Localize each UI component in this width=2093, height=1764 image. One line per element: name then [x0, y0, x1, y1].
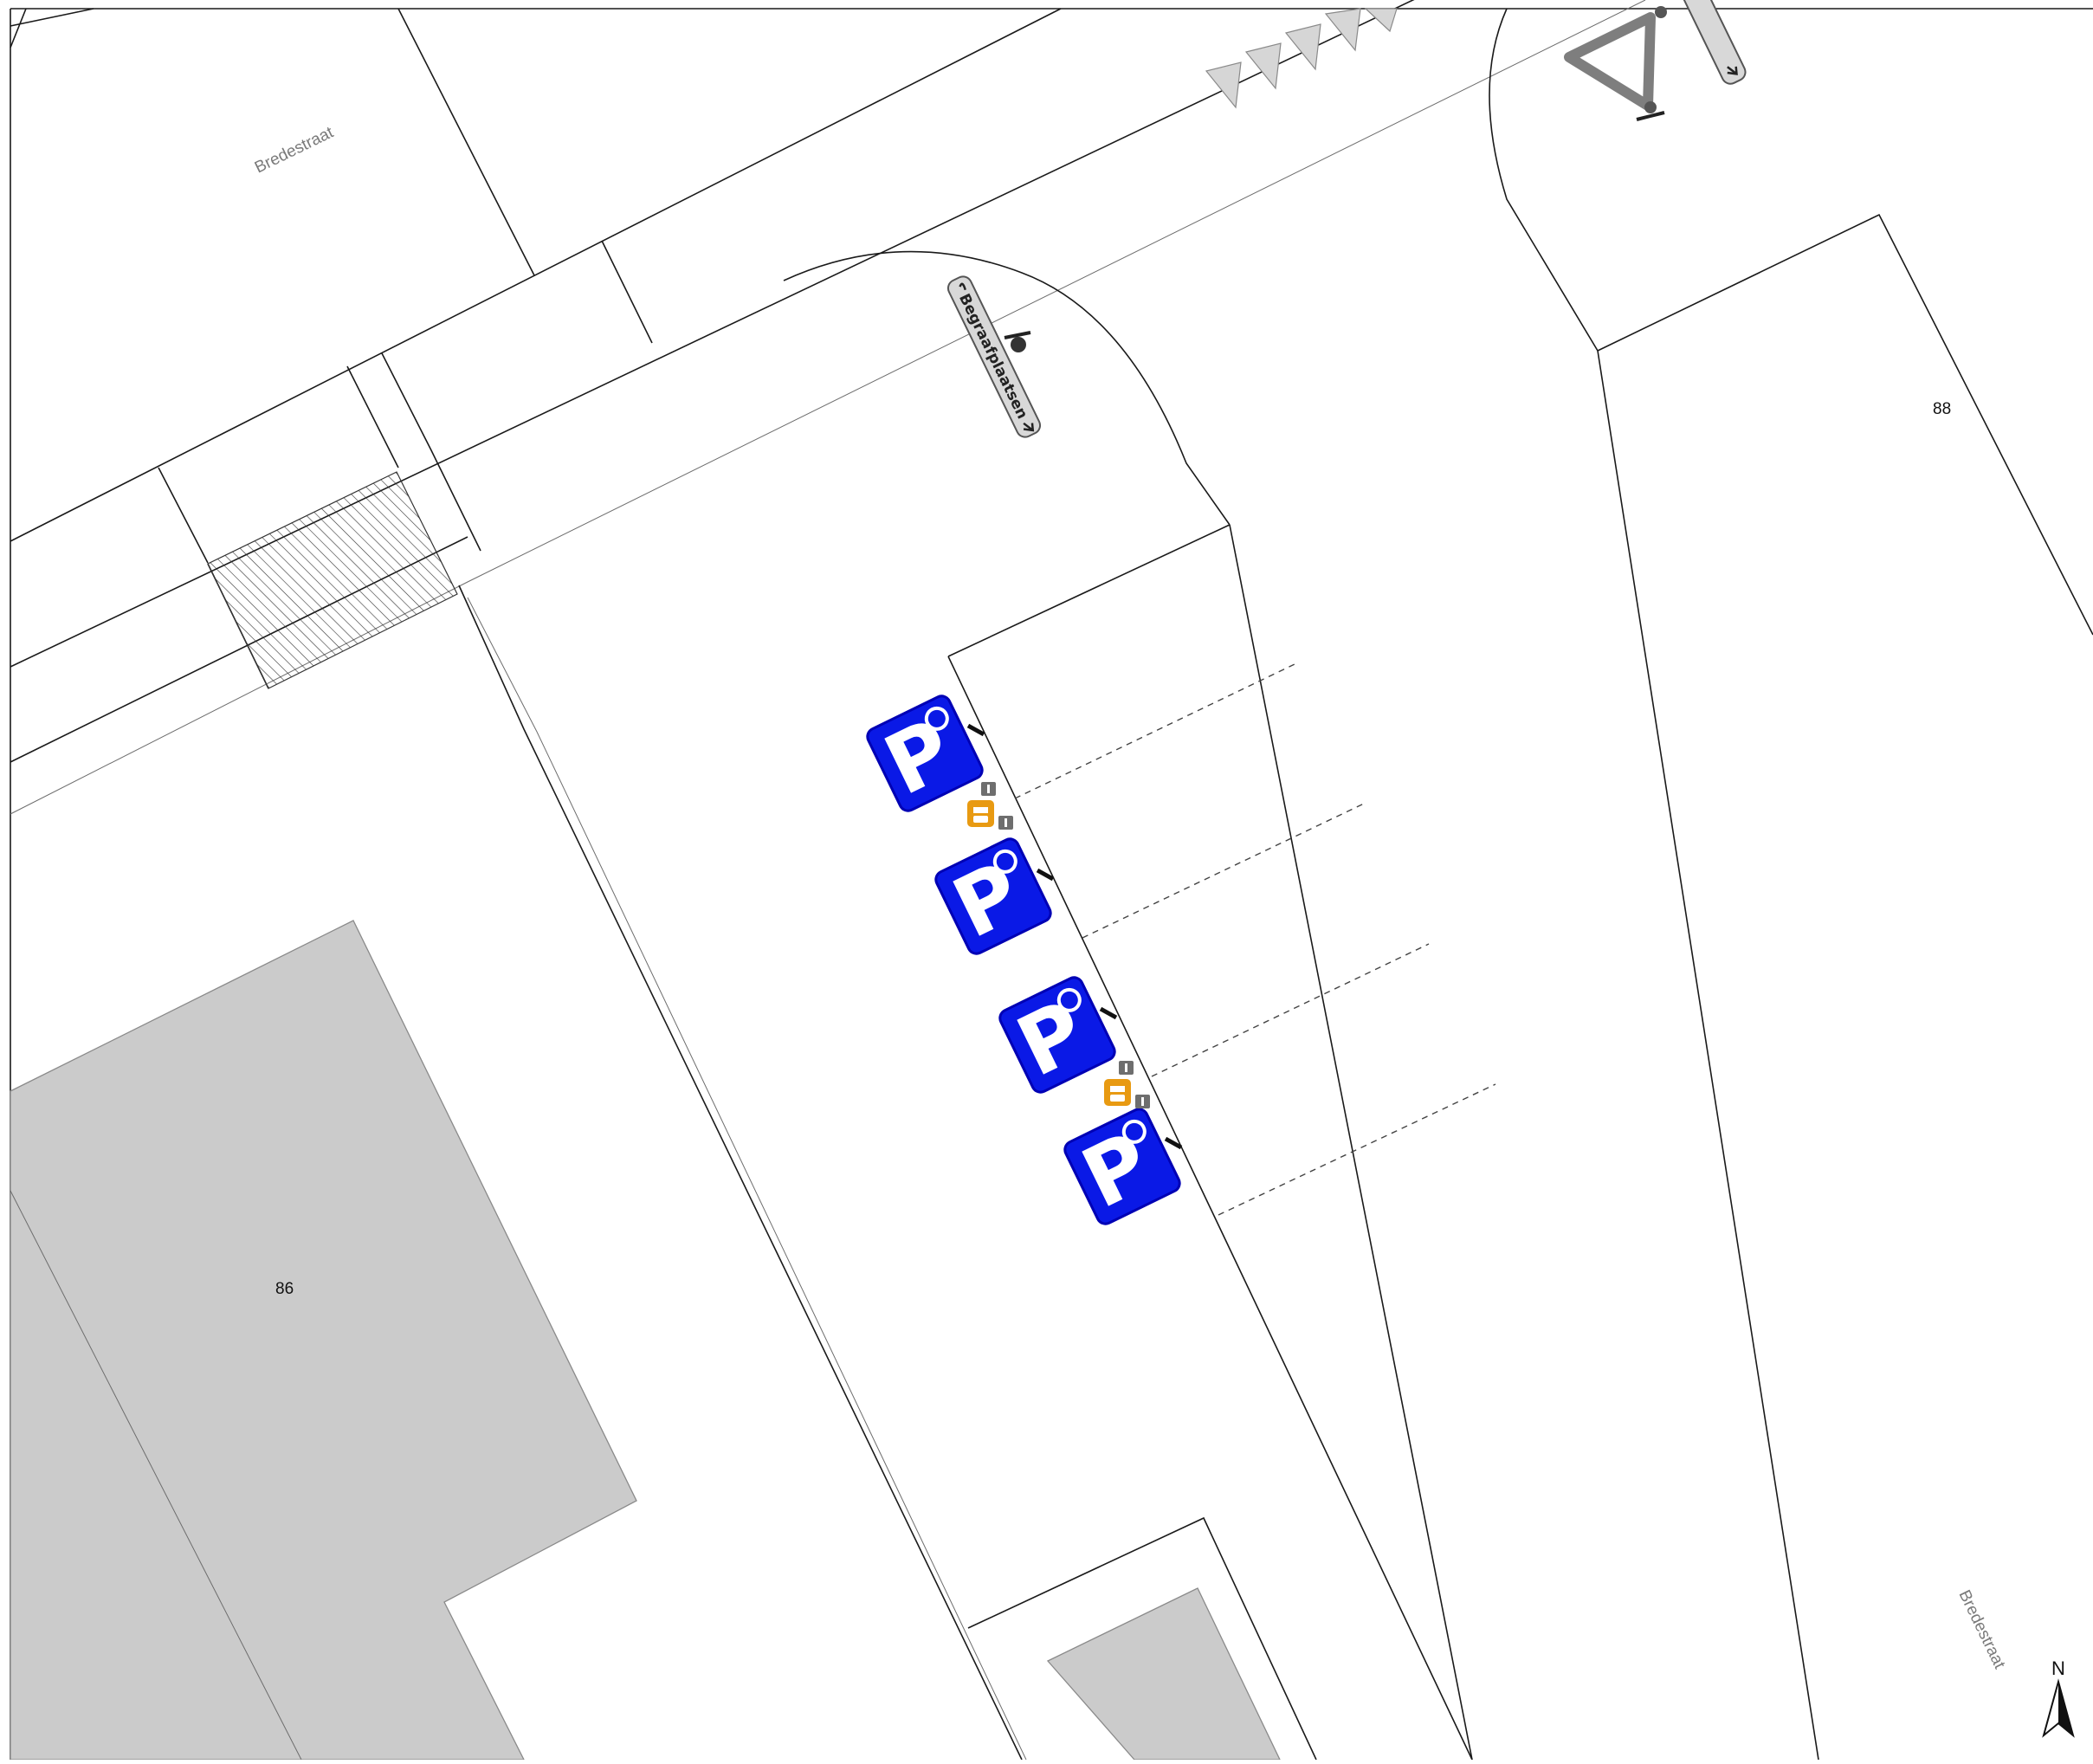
yield-sign-icon[interactable] — [1564, 6, 1667, 121]
svg-text:N: N — [2051, 1657, 2065, 1679]
parking-bay-lines — [1014, 662, 1496, 1216]
small-building — [1046, 1587, 1282, 1761]
house-number-88: 88 — [1933, 400, 1951, 418]
info-marker-icon[interactable] — [1119, 1061, 1134, 1075]
info-marker-icon[interactable] — [981, 782, 996, 796]
street-boundaries — [458, 524, 1473, 1761]
street-name-sign-top-right[interactable] — [1677, 0, 1748, 87]
sign-mounts — [966, 723, 1183, 1150]
house-number-86: 86 — [275, 1280, 294, 1298]
parking-sign-2[interactable] — [932, 834, 1056, 960]
info-marker-icon[interactable] — [998, 816, 1013, 830]
hatched-parcel — [207, 471, 458, 689]
street-sign-pole — [1004, 331, 1031, 352]
north-arrow: N — [2042, 1657, 2075, 1738]
parking-sign-3[interactable] — [996, 972, 1120, 1099]
street-label-bredestraat: Bredestraat — [252, 123, 337, 177]
road-edges — [783, 8, 2093, 1761]
parcel-lines — [10, 0, 1646, 815]
building-86 — [10, 920, 637, 1761]
street-sign-text: Begraafplaatsen — [955, 291, 1030, 422]
street-name-sign-begraafplaatsen[interactable]: Begraafplaatsen — [946, 274, 1043, 440]
building-internal-line — [10, 1190, 302, 1761]
parking-sign-1[interactable] — [863, 691, 987, 817]
shark-teeth-icon — [1205, 8, 1398, 109]
street-label-bredestraat: Bredestraat — [1955, 1587, 2009, 1672]
ev-charging-station-icon[interactable] — [967, 800, 994, 827]
ev-charging-station-icon[interactable] — [1104, 1079, 1131, 1106]
info-marker-icon[interactable] — [1135, 1095, 1150, 1108]
parking-sign-4[interactable] — [1061, 1104, 1185, 1231]
